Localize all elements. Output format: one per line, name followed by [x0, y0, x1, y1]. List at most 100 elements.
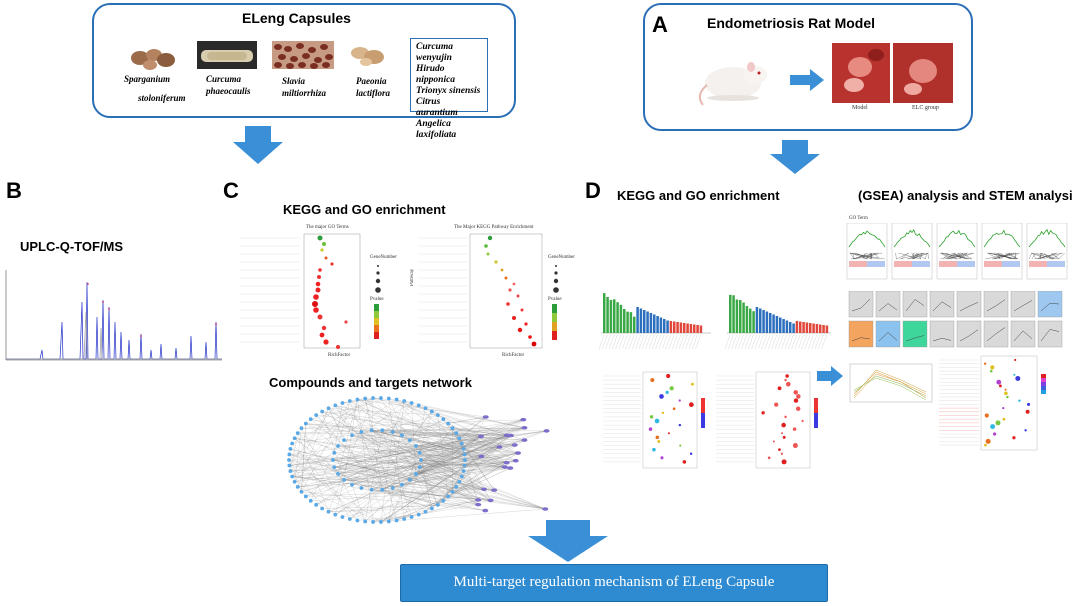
go-legend-gradient [372, 304, 382, 340]
gsea-rank-pos [939, 261, 957, 267]
bar-tick-label [639, 335, 644, 349]
dotplot-point [796, 394, 801, 399]
elc-photo-label: ELC group [912, 105, 939, 111]
stem-dotplot-point [999, 384, 1002, 387]
network-node [333, 513, 337, 517]
bar-tick-label [642, 335, 647, 349]
network-node [402, 517, 406, 521]
dotplot-point [784, 416, 786, 418]
gsea-rank-pos [984, 261, 1002, 267]
bar-tick-label [802, 335, 807, 349]
stem-dotplot-colorbar [1041, 378, 1046, 382]
go-xlabel: RichFactor [328, 353, 350, 358]
network-compound-node [482, 509, 488, 513]
network-node [293, 436, 297, 440]
stem-dotplot-colorbar [1041, 386, 1046, 390]
network-edges [289, 398, 547, 522]
bar-tick-label [679, 335, 684, 349]
elc-photo [893, 43, 953, 103]
network-node [418, 465, 422, 469]
panel-letter-a: A [652, 12, 668, 38]
bar-tick-label [805, 335, 810, 349]
bar [759, 309, 762, 334]
stem-dotplot-point [990, 424, 995, 429]
bar [693, 325, 696, 334]
network-node [463, 458, 467, 462]
network-compound-node [491, 488, 497, 492]
bar-tick-label [606, 335, 611, 349]
stem-profile-cell [903, 321, 927, 347]
network-node [320, 507, 324, 511]
bar-tick-label [626, 335, 631, 349]
network-compound-node [502, 465, 508, 469]
network-compound-node [515, 451, 521, 455]
dotplot-point [666, 374, 670, 378]
bar [653, 315, 656, 334]
network-node [402, 399, 406, 403]
bar [766, 312, 769, 334]
extra-herbs-list: Curcuma wenyujin Hirudo nipponica Triony… [410, 38, 488, 112]
right-arrow-a [790, 69, 824, 91]
bar [676, 322, 679, 333]
bar-tick-label [612, 335, 617, 349]
stem-dotplot-point [996, 380, 1001, 385]
bar [700, 326, 703, 334]
stem-dotplot-point [984, 444, 987, 447]
bar [822, 325, 825, 333]
bar-tick-label [652, 335, 657, 349]
dotplot-point [650, 415, 653, 418]
bar [819, 325, 822, 334]
network-node [350, 483, 354, 487]
bar-tick-label [659, 335, 664, 349]
bar-tick-label [696, 335, 701, 349]
network-compound-node [481, 487, 487, 491]
stem-dotplot-colorbar [1041, 390, 1046, 394]
dotplot-point [761, 411, 764, 414]
stem-dotplot-point [1003, 418, 1006, 421]
network-node [356, 398, 360, 402]
bar-tick-label [758, 335, 763, 349]
network-node [454, 431, 458, 435]
bar-tick-label [692, 335, 697, 349]
go-legend-count-title: GeneNumber [370, 255, 397, 260]
go-legend: GeneNumber Pvalue [370, 255, 410, 345]
network-node [446, 495, 450, 499]
stem-profile-grid [843, 291, 1071, 351]
bar [686, 324, 689, 334]
dotplot-frame [643, 372, 697, 468]
dotplot-point [662, 412, 664, 414]
bar [786, 321, 789, 334]
network-node [287, 453, 291, 457]
dotplot-point [690, 452, 692, 454]
bar-tick-label [672, 335, 677, 349]
network-node [441, 417, 445, 421]
gsea-label: GO Term [849, 216, 868, 221]
bar-tick-label [656, 335, 661, 349]
dotplot-point [778, 448, 781, 451]
herb-name-sparganium: Sparganium [124, 73, 170, 85]
herb-image-paeonia [348, 41, 388, 69]
bar-tick-label [725, 335, 730, 349]
network-node [387, 397, 391, 401]
dotplot-point [774, 403, 778, 407]
network-compound-node [504, 461, 510, 465]
dotplot-point [785, 374, 789, 378]
c-network-title: Compounds and targets network [269, 375, 472, 390]
network-node [414, 444, 418, 448]
bar-tick-label [745, 335, 750, 349]
kegg-plot-title: The Major KEGG Pathway Enrichment [454, 225, 533, 230]
network-node [327, 406, 331, 410]
bar [806, 323, 809, 334]
network-node [287, 458, 291, 462]
uplc-title: UPLC-Q-TOF/MS [20, 239, 123, 254]
bar-tick-label [768, 335, 773, 349]
network-node [314, 503, 318, 507]
herb-image-curcuma [197, 41, 257, 69]
network-node [462, 469, 466, 473]
gsea-rank-neg [867, 261, 885, 267]
gsea-curves [843, 223, 1071, 283]
network-node [462, 447, 466, 451]
dotplot-point [668, 432, 670, 434]
stem-dotplot-point [993, 432, 996, 435]
dotplot-colorbar-low [814, 413, 818, 428]
